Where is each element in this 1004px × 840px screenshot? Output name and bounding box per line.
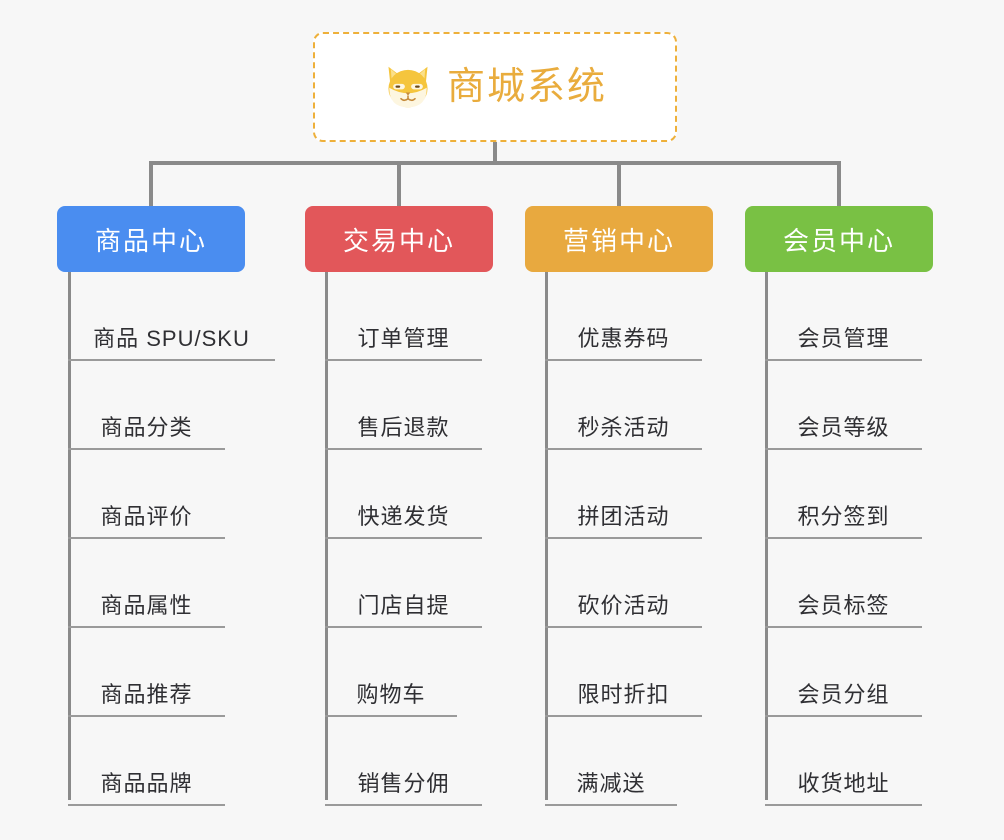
leaf-item-label: 满减送 (576, 771, 646, 796)
leaf-item[interactable]: 会员等级 (765, 361, 922, 450)
leaf-item-label: 积分签到 (797, 504, 890, 529)
leaf-item[interactable]: 会员管理 (765, 272, 922, 361)
category-label-2: 交易中心 (342, 225, 455, 256)
leaf-item[interactable]: 满减送 (545, 717, 677, 806)
leaf-item-label: 会员标签 (797, 593, 890, 618)
leaf-spine-4 (765, 272, 768, 800)
category-box-2[interactable]: 交易中心 (305, 206, 493, 272)
leaf-item-label: 限时折扣 (577, 682, 670, 707)
root-node-label: 商城系统 (446, 66, 607, 108)
leaf-item[interactable]: 商品评价 (68, 450, 225, 539)
leaf-item[interactable]: 商品品牌 (68, 717, 225, 806)
leaf-item-label: 商品 SPU/SKU (93, 326, 250, 351)
leaf-item[interactable]: 商品属性 (68, 539, 225, 628)
connector-to-category-4 (837, 161, 841, 206)
shiba-dog-icon (388, 66, 428, 109)
connector-to-category-3 (617, 161, 621, 206)
leaf-item-label: 购物车 (356, 682, 426, 707)
leaf-item[interactable]: 限时折扣 (545, 628, 702, 717)
connector-root-stem (493, 142, 497, 164)
leaf-item[interactable]: 售后退款 (325, 361, 482, 450)
leaf-item[interactable]: 商品分类 (68, 361, 225, 450)
connector-bus (151, 161, 839, 165)
leaf-item[interactable]: 会员分组 (765, 628, 922, 717)
leaf-item-label: 商品品牌 (100, 771, 193, 796)
category-box-1[interactable]: 商品中心 (57, 206, 245, 272)
leaf-item-label: 秒杀活动 (577, 415, 670, 440)
category-label-3: 营销中心 (562, 225, 675, 256)
leaf-spine-2 (325, 272, 328, 800)
leaf-item[interactable]: 会员标签 (765, 539, 922, 628)
leaf-item-label: 商品属性 (100, 593, 193, 618)
leaf-item-label: 收货地址 (797, 771, 890, 796)
leaf-item[interactable]: 收货地址 (765, 717, 922, 806)
leaf-item-label: 商品推荐 (100, 682, 193, 707)
leaf-item-label: 快递发货 (357, 504, 450, 529)
connector-to-category-2 (397, 161, 401, 206)
leaf-item-label: 订单管理 (357, 326, 450, 351)
leaf-item[interactable]: 快递发货 (325, 450, 482, 539)
leaf-item-label: 商品分类 (100, 415, 193, 440)
leaf-item-label: 优惠券码 (577, 326, 670, 351)
leaf-item-label: 会员等级 (797, 415, 890, 440)
leaf-item[interactable]: 秒杀活动 (545, 361, 702, 450)
leaf-item-label: 销售分佣 (357, 771, 450, 796)
leaf-item-label: 商品评价 (100, 504, 193, 529)
category-box-4[interactable]: 会员中心 (745, 206, 933, 272)
leaf-item[interactable]: 积分签到 (765, 450, 922, 539)
leaf-item[interactable]: 商品 SPU/SKU (68, 272, 275, 361)
leaf-item-label: 门店自提 (357, 593, 450, 618)
leaf-item-label: 砍价活动 (577, 593, 670, 618)
category-label-4: 会员中心 (782, 225, 895, 256)
root-node-shop-system[interactable]: 商城系统 (313, 32, 677, 142)
leaf-spine-3 (545, 272, 548, 800)
leaf-item-label: 售后退款 (357, 415, 450, 440)
leaf-item[interactable]: 拼团活动 (545, 450, 702, 539)
leaf-spine-1 (68, 272, 71, 800)
connector-to-category-1 (149, 161, 153, 206)
category-label-1: 商品中心 (94, 225, 207, 256)
leaf-item-label: 会员分组 (797, 682, 890, 707)
category-box-3[interactable]: 营销中心 (525, 206, 713, 272)
leaf-item[interactable]: 优惠券码 (545, 272, 702, 361)
leaf-item-label: 会员管理 (797, 326, 890, 351)
leaf-item-label: 拼团活动 (577, 504, 670, 529)
leaf-item[interactable]: 销售分佣 (325, 717, 482, 806)
leaf-item[interactable]: 订单管理 (325, 272, 482, 361)
leaf-item[interactable]: 门店自提 (325, 539, 482, 628)
leaf-item[interactable]: 购物车 (325, 628, 457, 717)
leaf-item[interactable]: 商品推荐 (68, 628, 225, 717)
leaf-item[interactable]: 砍价活动 (545, 539, 702, 628)
